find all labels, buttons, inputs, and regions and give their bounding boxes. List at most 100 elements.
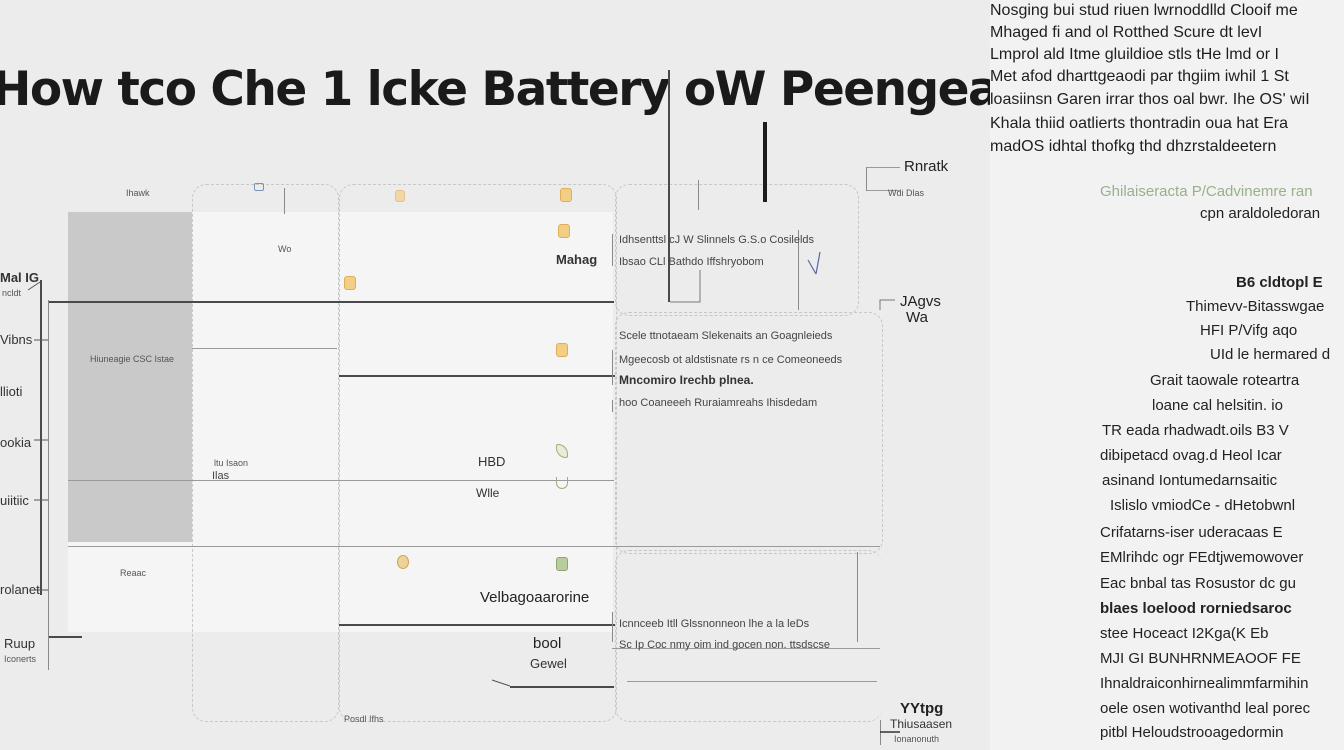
paragraph-line: Mhaged fi and ol Rotthed Scure dt levI bbox=[990, 24, 1263, 41]
list-item: oele osen wotivanthd leal porec bbox=[1100, 700, 1311, 717]
connector-path bbox=[27, 281, 41, 291]
list-item: asinand Iontumedarnsaitic bbox=[1102, 472, 1278, 489]
callout-label: Rnratk bbox=[904, 158, 949, 175]
list-item: HFI P/Vifg aqo bbox=[1200, 322, 1298, 339]
bracket-line bbox=[40, 280, 42, 595]
connector-line bbox=[698, 180, 699, 210]
thin-line bbox=[866, 190, 900, 191]
callout-label: Wa bbox=[906, 309, 928, 326]
row-text: Ibsao CLl Bathdo Iffshryobom bbox=[619, 256, 764, 268]
subheading-line: cpn araldoledoran bbox=[1200, 205, 1321, 222]
list-item: Ihnaldraiconhirnealimmfarmihin bbox=[1100, 675, 1309, 692]
list-item: TR eada rhadwadt.oils B3 V bbox=[1102, 422, 1289, 439]
connector-line bbox=[668, 70, 670, 302]
row-text: Icnnceeb Itll Glssnonneon lhe a la leDs bbox=[619, 618, 810, 630]
list-item: Thimevv-Bitasswgae bbox=[1186, 298, 1325, 315]
callout-label: YYtpg bbox=[900, 700, 944, 717]
list-item: Grait taowale roteartra bbox=[1150, 372, 1300, 389]
connector-line bbox=[866, 167, 867, 191]
row-text: Mgeecosb ot aldstisnate rs n ce Comeonee… bbox=[619, 354, 843, 366]
battery-icon bbox=[254, 183, 264, 191]
list-item: pitbl Heloudstrooagedormin bbox=[1100, 724, 1284, 741]
paragraph-line: Met afod dharttgeaodi par thgiim iwhil 1… bbox=[990, 68, 1289, 85]
paragraph-line: Lmprol ald Itme gluildioe stls tHe lmd o… bbox=[990, 46, 1279, 63]
paragraph-line: Nosging bui stud riuen lwrnoddlld Clooif… bbox=[990, 2, 1298, 19]
thin-line bbox=[627, 681, 877, 682]
divider-line bbox=[48, 301, 614, 303]
grey-column bbox=[68, 212, 192, 542]
leaf-icon bbox=[556, 444, 568, 458]
dashed-box bbox=[615, 550, 882, 722]
list-item: blaes loelood rorniedsaroc bbox=[1100, 600, 1292, 617]
warning-icon bbox=[558, 224, 570, 238]
grey-column-label: Hiuneagie CSC Istae bbox=[90, 354, 175, 364]
node-label: HBD bbox=[478, 454, 506, 469]
right-text-panel bbox=[990, 0, 1344, 750]
connector-path bbox=[491, 679, 511, 687]
left-label: Mal IG bbox=[0, 270, 40, 285]
pen-mark bbox=[807, 259, 817, 275]
node-label: Posdl Ifhs bbox=[344, 714, 384, 724]
warning-icon bbox=[556, 343, 568, 357]
callout-label: Ionanonuth bbox=[894, 734, 940, 744]
connector-line bbox=[857, 552, 858, 642]
warning-icon bbox=[560, 188, 572, 202]
divider-line bbox=[510, 686, 614, 688]
node-label: Mahag bbox=[556, 252, 598, 267]
node-label: bool bbox=[533, 635, 562, 652]
thin-line bbox=[68, 480, 614, 481]
warning-icon bbox=[395, 190, 405, 202]
row-label: Reaac bbox=[120, 568, 147, 578]
bracket-line bbox=[48, 300, 49, 670]
row-label: Wo bbox=[278, 244, 292, 254]
node-label: Gewel bbox=[530, 656, 567, 671]
left-label: llioti bbox=[0, 384, 23, 399]
connector-path bbox=[879, 299, 895, 310]
left-label: Ruup bbox=[4, 636, 36, 651]
lock-icon bbox=[397, 555, 409, 569]
paragraph-line: Khala thiid oatlierts thontradin oua hat… bbox=[990, 115, 1288, 132]
list-item: MJI GI BUNHRNMEAOOF FE bbox=[1100, 650, 1301, 667]
list-item: UId le hermared d bbox=[1210, 346, 1331, 363]
left-label: ookia bbox=[0, 435, 32, 450]
dashed-column bbox=[339, 184, 617, 722]
left-sublabel: ncldt bbox=[2, 288, 22, 298]
dashed-column bbox=[192, 184, 339, 722]
divider-line bbox=[48, 636, 82, 638]
battery-level-icon bbox=[556, 557, 568, 571]
row-text: Idhsenttsl cJ W Slinnels G.S.o Cosilelds bbox=[619, 234, 815, 246]
list-item: loane cal helsitin. io bbox=[1152, 397, 1283, 414]
row-text: hoo Coaneeeh Ruraiamreahs Ihisdedam bbox=[619, 397, 818, 409]
callout-label: JAgvs bbox=[900, 293, 941, 310]
callout-label: Wdi Dlas bbox=[888, 188, 925, 198]
thin-line bbox=[192, 348, 337, 349]
paragraph-line: loasiinsn Garen irrar thos oal bwr. Ihe … bbox=[990, 91, 1310, 108]
list-item: stee Hoceact I2Kga(K Eb bbox=[1100, 625, 1269, 642]
list-item: dibipetacd ovag.d Heol Icar bbox=[1100, 447, 1282, 464]
subheading-green: Ghilaiseracta P/Cadvinemre ran bbox=[1100, 183, 1313, 200]
divider-line bbox=[339, 375, 615, 377]
list-item: Crifatarns-iser uderacaas E bbox=[1100, 524, 1283, 541]
left-label: rolanet bbox=[0, 582, 40, 597]
row-text: Sc Ip Coc nmy oim ind gocen non. ttsdscs… bbox=[619, 639, 830, 651]
row-label: Ilas bbox=[212, 470, 230, 482]
dashed-box bbox=[615, 184, 859, 316]
list-item: Islislo vmiodCe - dHetobwnl bbox=[1110, 497, 1296, 514]
row-text: Mncomiro Irechb plnea. bbox=[619, 373, 754, 387]
thin-line bbox=[68, 546, 880, 547]
row-text: Scele ttnotaeam Slekenaits an Goagnleied… bbox=[619, 330, 833, 342]
shield-icon bbox=[556, 477, 568, 489]
left-label: Vibns bbox=[0, 332, 33, 347]
warning-icon bbox=[344, 276, 356, 290]
connector-line bbox=[612, 400, 613, 412]
column-header: Ihawk bbox=[126, 188, 150, 198]
left-sublabel: Iconerts bbox=[4, 654, 37, 664]
thin-line bbox=[612, 648, 880, 649]
page-title: How tco Che 1 lcke Battery oW Peengeatdn bbox=[0, 62, 1085, 117]
paragraph-line: madOS idhtal thofkg thd dhzrstaldeetern bbox=[990, 138, 1277, 155]
connector-line bbox=[612, 234, 613, 266]
row-label: ltu Isaon bbox=[214, 458, 249, 468]
connector-line bbox=[612, 350, 613, 385]
connector-line bbox=[798, 230, 799, 310]
